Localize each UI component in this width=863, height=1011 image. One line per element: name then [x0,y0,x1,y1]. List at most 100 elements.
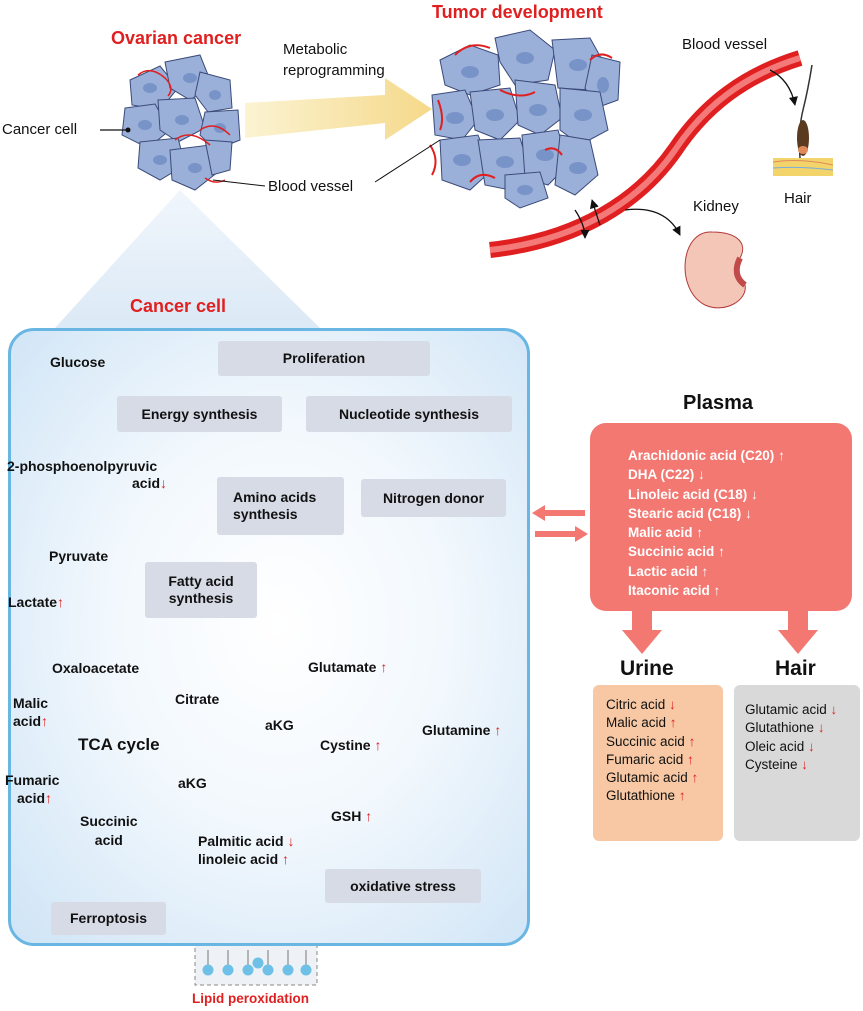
akg-label-2: aKG [178,775,207,791]
glutamine-up-arrow: ↑ [494,722,502,738]
amino-line1: Amino acids [233,489,317,505]
plasma-item: Linoleic acid (C18) ↓ [628,485,785,504]
urine-item-dir: ↑ [687,751,694,767]
urine-item-name: Succinic acid [606,733,685,749]
hair-label: Hair [784,190,812,207]
proliferation-box: Proliferation [218,341,430,376]
plasma-title: Plasma [683,392,754,414]
urine-item: Glutamic acid ↑ [606,769,698,787]
plasma-item-dir: ↑ [696,525,704,541]
fumaric-up-arrow: ↑ [45,790,53,806]
plasma-item: Itaconic acid ↑ [628,581,785,600]
amino-line2: synthesis [233,506,298,522]
hair-item-name: Cysteine [745,756,798,772]
cystine-text: Cystine [320,737,371,753]
blood-vessel-label-right: Blood vessel [682,36,768,53]
kidney-label: Kidney [693,198,739,215]
ferroptosis-box: Ferroptosis [51,902,166,935]
pep-line2-text: acid [132,475,161,491]
plasma-exchange-arrows [532,505,588,542]
gsh-up-arrow: ↑ [365,808,373,824]
urine-item-name: Citric acid [606,697,666,712]
succinic-label: Succinic acid [80,812,138,850]
akg-label-1: aKG [265,717,294,733]
fumaric-label: Fumaric acid↑ [5,771,59,807]
gsh-text: GSH [331,808,362,824]
lactate-text: Lactate [8,594,58,610]
plasma-item-dir: ↓ [745,505,752,521]
cancer-cell-title: Cancer cell [130,296,227,316]
plasma-item-name: Linoleic acid (C18) [628,486,748,502]
plasma-item-name: Itaconic acid [628,583,710,599]
reprogramming-arrow [245,78,432,140]
metabolic-label-line2: reprogramming [283,62,385,79]
hair-list: Glutamic acid ↓ Glutathione ↓ Oleic acid… [745,701,837,774]
hair-item: Cysteine ↓ [745,756,837,774]
palmitic-label: Palmitic acid ↓ [198,833,294,849]
hair-item-dir: ↓ [808,738,815,754]
malic-up-arrow: ↑ [41,713,49,729]
succinic-line2: acid [94,832,123,848]
nitrogen-donor-box: Nitrogen donor [361,479,506,517]
plasma-item: Arachidonic acid (C20) ↑ [628,446,785,465]
urine-list: Citric acid ↓ Malic acid ↑ Succinic acid… [606,696,698,806]
urine-item: Citric acid ↓ [606,696,698,714]
blood-vessel-label-center: Blood vessel [268,178,354,195]
urine-item-dir: ↑ [678,788,686,804]
hair-item-dir: ↓ [830,702,838,717]
big-cluster-nuclei [446,52,609,195]
urine-item-name: Malic acid [606,715,667,731]
big-cluster-vessels [429,44,613,183]
glutamine-text: Glutamine [422,722,491,738]
small-cluster-nuclei [138,73,226,173]
fatty-acid-synthesis-box: Fatty acid synthesis [145,562,257,618]
linoleic-up-arrow: ↑ [282,851,290,867]
glutamate-label: Glutamate ↑ [308,659,387,675]
urine-box [593,685,723,841]
glutamate-up-arrow: ↑ [380,659,388,675]
glutamate-text: Glutamate [308,659,377,675]
lactate-up-arrow: ↑ [57,594,65,610]
plasma-item-dir: ↑ [778,448,785,463]
urine-title: Urine [620,657,674,680]
nucleotide-synthesis-box: Nucleotide synthesis [306,396,512,432]
plasma-item-name: Stearic acid (C18) [628,505,742,521]
fumaric-line1: Fumaric [5,772,60,788]
tca-cycle-label: TCA cycle [78,735,160,754]
fatty-line1: Fatty acid [168,573,234,589]
palmitic-down-arrow: ↓ [287,833,295,849]
amino-acids-synthesis-box: Amino acids synthesis [217,477,344,535]
cystine-label: Cystine ↑ [320,737,381,753]
oxaloacetate-label: Oxaloacetate [52,660,140,676]
linoleic-text: linoleic acid [198,851,279,867]
plasma-item-dir: ↓ [751,486,758,502]
malic-label: Malic acid↑ [13,694,48,730]
urine-item-dir: ↑ [691,770,699,786]
plasma-item-dir: ↑ [718,544,725,560]
glucose-label: Glucose [50,354,106,370]
pyruvate-label: Pyruvate [49,548,109,564]
plasma-item-name: Lactic acid [628,563,698,579]
plasma-list: Arachidonic acid (C20) ↑ DHA (C22) ↓ Lin… [628,446,785,600]
oxidative-stress-box: oxidative stress [325,869,481,903]
plasma-item-dir: ↑ [713,583,721,599]
urine-item-dir: ↑ [688,733,696,749]
fumaric-line2: acid [17,790,46,806]
urine-item-dir: ↓ [669,697,676,712]
hair-title: Hair [775,657,816,680]
tumor-development-title: Tumor development [432,2,603,22]
plasma-item-name: DHA (C22) [628,467,695,483]
kidney-graphic [684,231,747,309]
urine-item: Succinic acid ↑ [606,733,698,751]
lactate-label: Lactate↑ [8,594,64,610]
fumaric-line2-wrap: acid↑ [5,789,59,807]
cancer-cell-label: Cancer cell [2,121,78,138]
fatty-line2: synthesis [168,590,234,606]
urine-item-name: Fumaric acid [606,751,684,767]
urine-item-name: Glutathione [606,788,676,804]
metabolic-label-line1: Metabolic [283,41,348,58]
plasma-box [590,423,852,611]
plasma-item-name: Succinic acid [628,544,715,560]
urine-item-dir: ↑ [669,715,677,731]
urine-item: Malic acid ↑ [606,714,698,732]
